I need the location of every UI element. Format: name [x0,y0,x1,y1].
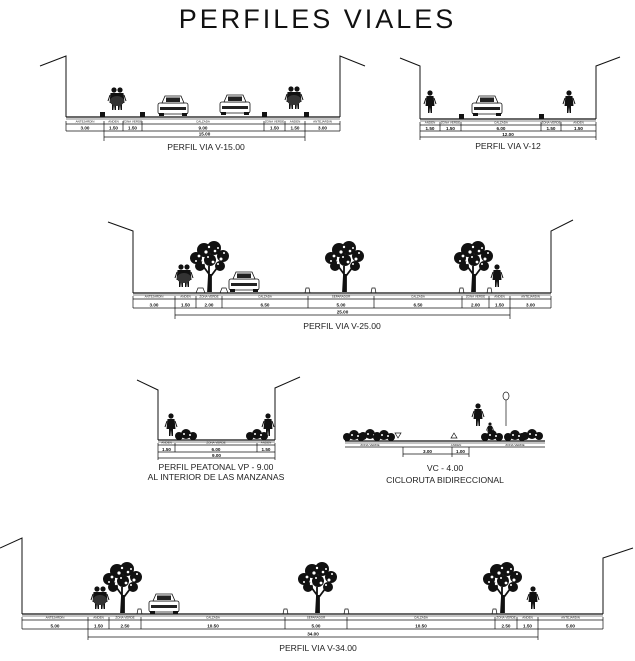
zone-label: ZONA VERDE [360,443,379,447]
zone-label: ANDEN [494,295,505,299]
dimension-label: 1.50 [523,624,532,629]
zone-label: SEPARADOR [332,295,351,299]
caption-vp9-line1: PERFIL PEATONAL VP - 9.00 [158,462,274,472]
zone-label: ANTEJARDIN [145,295,164,299]
sheet-title: PERFILES VIALES [178,4,457,34]
zone-label: ZONA VERDE [505,443,524,447]
zone-label: ANTEJARDIN [46,616,65,620]
zone-label: ANDEN [161,441,172,445]
zone-label: ANDEN [451,443,462,447]
zone-label: CALZADA [206,616,220,620]
dimension-label: 2.50 [502,624,511,629]
caption-v34: PERFIL VIA V-34.00 [279,643,357,653]
profile-vp9 [136,376,301,460]
dimension-label: 1.50 [446,126,455,131]
zone-label: ZONA VERDE [541,121,560,125]
total-dimension-label: 25.00 [337,310,349,315]
total-dimension-label: 12.00 [502,132,514,137]
zone-label: SEPARADOR [307,616,326,620]
caption-vc4-line2: CICLORUTA BIDIRECCIONAL [386,475,504,485]
zone-label: ANDEN [573,121,584,125]
dimension-label: 2.00 [471,303,480,308]
dimension-label: 5.00 [51,624,60,629]
zone-label: CALZADA [196,120,210,124]
dimension-label: 10.50 [207,624,219,629]
zone-label: CALZADA [414,616,428,620]
dimension-label: 1.50 [162,447,171,452]
caption-vc4-line1: VC - 4.00 [426,463,464,473]
dimension-label: 6.50 [414,303,423,308]
zone-label: ZONA VERDE [199,295,218,299]
zone-label: ANDEN [93,616,104,620]
zone-label: CALZADA [411,295,425,299]
zone-label: ZONA VERDE [265,120,284,124]
dimension-label: 3.00 [150,303,159,308]
dimension-label: 2.00 [205,303,214,308]
total-dimension-label: 34.00 [307,632,319,637]
total-dimension-label: 9.00 [212,453,221,458]
zone-label: ANTEJARDIN [76,120,95,124]
profile-v25 [107,219,574,319]
zone-label: ANDEN [108,120,119,124]
dimension-label: 9.00 [199,126,208,131]
dimension-label: 6.50 [261,303,270,308]
dimension-label: 1.50 [291,126,300,131]
dimension-label: 3.00 [318,126,327,131]
zone-label: ANDEN [180,295,191,299]
dimension-label: 6.00 [212,447,221,452]
profile-v12 [399,56,621,140]
zone-label: ANDEN [290,120,301,124]
zone-label: ANDEN [522,616,533,620]
zone-label: ANDEN [425,121,436,125]
caption-vp9-line2: AL INTERIOR DE LAS MANZANAS [147,472,285,482]
zone-label: ANTEJARDIN [521,295,540,299]
dimension-label: 1.50 [574,126,583,131]
dimension-label: 1.00 [456,449,465,454]
zone-label: ZONA VERDE [123,120,142,124]
total-dimension-label: 15.00 [199,132,211,137]
profile-v15 [39,55,366,141]
dimension-label: 1.50 [94,624,103,629]
zone-label: ANTEJARDIN [313,120,332,124]
zone-label: CALZADA [494,121,508,125]
dimension-label: 5.00 [337,303,346,308]
caption-v12: PERFIL VIA V-12 [475,141,541,151]
zone-label: ZONA VERDE [115,616,134,620]
dimension-label: 1.50 [426,126,435,131]
dimension-label: 6.00 [497,126,506,131]
zone-label: ZONA VERDE [466,295,485,299]
dimension-label: 5.00 [566,624,575,629]
dimension-label: 5.00 [312,624,321,629]
dimension-label: 1.50 [109,126,118,131]
dimension-label: 1.50 [128,126,137,131]
dimension-label: 3.00 [526,303,535,308]
zone-label: ANDEN [261,441,272,445]
dimension-label: 1.50 [262,447,271,452]
dimension-label: 1.50 [547,126,556,131]
dimension-label: 1.50 [495,303,504,308]
zone-label: ANTEJARDIN [561,616,580,620]
zone-label: ZONA VERDE [206,441,225,445]
dimension-label: 1.50 [270,126,279,131]
profile-vc4 [343,391,545,457]
dimension-label: 10.50 [415,624,427,629]
dimension-label: 2.50 [121,624,130,629]
zone-label: ZONA VERDE [441,121,460,125]
dimension-label: 3.00 [423,449,432,454]
dimension-label: 1.50 [181,303,190,308]
caption-v25: PERFIL VIA V-25.00 [303,321,381,331]
zone-label: CALZADA [258,295,272,299]
dimension-label: 3.00 [81,126,90,131]
zone-label: ZONA VERDE [496,616,515,620]
profile-v34 [0,537,634,640]
caption-v15: PERFIL VIA V-15.00 [167,142,245,152]
